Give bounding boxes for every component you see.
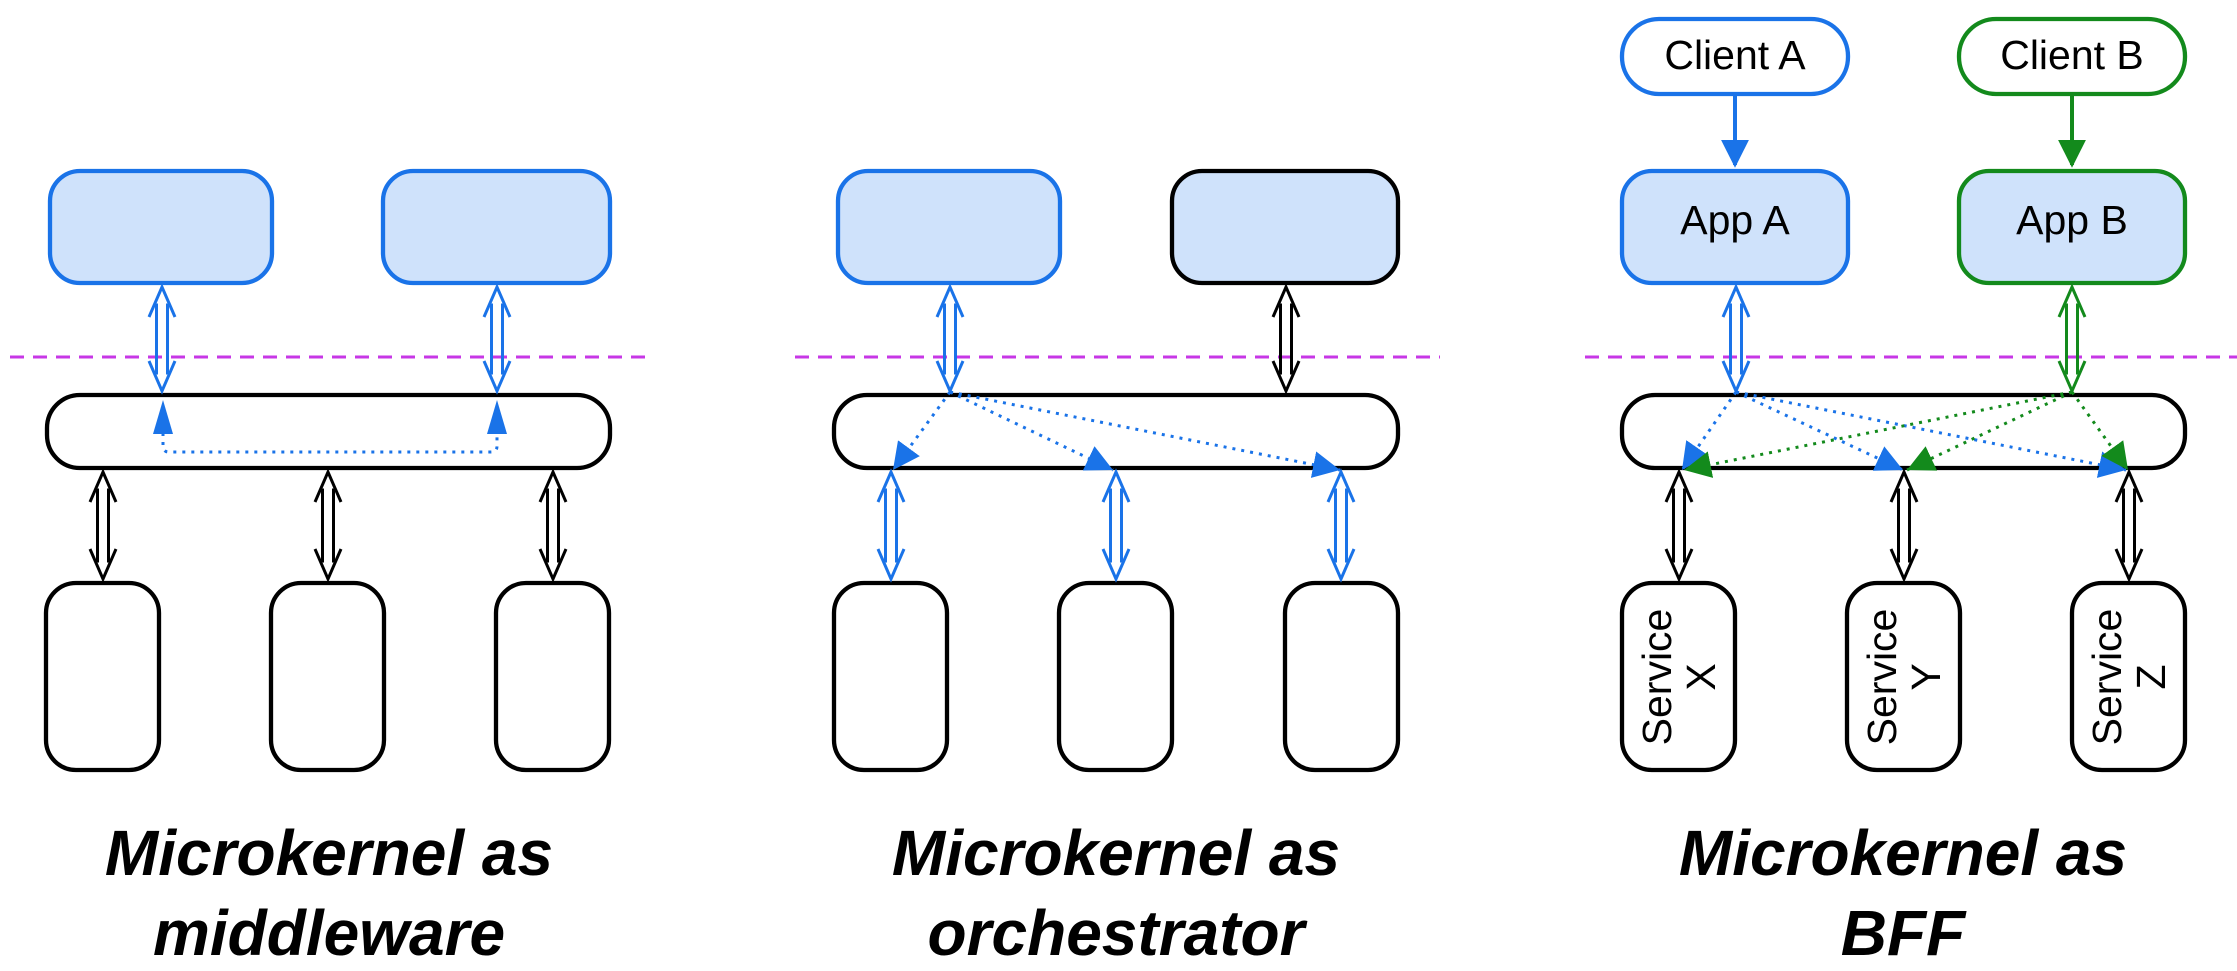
route-arrow [1680,391,1738,471]
panel-caption: BFF [1841,897,1967,969]
double-arrow [88,468,118,583]
panel-caption: orchestrator [928,897,1308,969]
service-x-box [1619,580,1738,773]
arrow-head-top [147,283,177,318]
service-y-label: Service Y [1859,609,1949,746]
client-a-box [1619,16,1851,97]
panel-caption: Microkernel as [892,817,1340,889]
arrow-head-bottom [538,548,568,583]
svg-text:X: X [1678,663,1724,690]
arrow-head-bottom [313,548,343,583]
svg-text:Service: Service [1634,609,1680,746]
double-arrow [2057,283,2087,395]
arrow-head-bottom [1889,548,1919,583]
app-a-box [1619,168,1851,286]
double-arrow [1101,468,1131,583]
panel-caption: middleware [153,897,505,969]
service-box [1056,580,1175,773]
app-b-label: App B [2016,197,2128,243]
app-b-box [1956,168,2188,286]
client-a-label: Client A [1664,32,1806,78]
arrow-head-top [1326,468,1356,503]
client-b-box [1956,16,2188,97]
double-arrow [1721,283,1751,395]
arrow-head-bottom [2114,548,2144,583]
double-arrow [1271,283,1301,395]
arrow-head-top [2057,283,2087,318]
panel-orchestrator: Microkernel as orchestrator [831,168,1401,969]
double-arrow [482,283,512,395]
double-arrow [1326,468,1356,583]
route-arrow [1683,390,2073,478]
arrow-head-bottom [482,360,512,395]
internal-route-arrow [161,433,499,454]
client-b-label: Client B [2000,32,2144,78]
panel-caption: Microkernel as [1679,817,2127,889]
arrow-head-bottom [2057,360,2087,395]
app-box [47,168,275,286]
route-arrow [1735,390,2127,478]
service-y-box [1844,580,1963,773]
double-arrow [313,468,343,583]
svg-text:Service: Service [2084,609,2130,746]
double-arrow [538,468,568,583]
app-box [380,168,613,286]
arrow-head-top [538,468,568,503]
arrow-head-bottom [1271,360,1301,395]
service-box [831,580,950,773]
arrow-head-top [1889,468,1919,503]
route-arrow [949,390,1341,478]
arrow-head-top [2114,468,2144,503]
arrowhead [487,400,507,434]
double-arrow [1889,468,1919,583]
arrow-head-bottom [1664,548,1694,583]
arrow-head-top [1664,468,1694,503]
arrow-head-bottom [876,548,906,583]
arrow-head-top [1101,468,1131,503]
service-box [43,580,162,773]
service-box [493,580,612,773]
double-arrow [876,468,906,583]
app-box [835,168,1063,286]
service-z-label: Service Z [2084,609,2174,746]
arrow-head-top [935,283,965,318]
panel-caption: Microkernel as [105,817,553,889]
microkernel-box [44,392,613,471]
arrow-head-bottom [935,360,965,395]
double-arrow [2114,468,2144,583]
route-arrow [949,390,1114,472]
svg-text:Service: Service [1859,609,1905,746]
route-arrow [1906,390,2073,472]
arrow-head-bottom [147,360,177,395]
service-x-label: Service X [1634,609,1724,746]
arrow-head-top [88,468,118,503]
arrow-head-top [482,283,512,318]
route-arrow [1735,390,1904,472]
microkernel-box [1619,392,2188,471]
double-arrow [1664,468,1694,583]
service-box [1282,580,1401,773]
microkernel-box [831,392,1401,471]
service-box [268,580,387,773]
arrow-head-top [1271,283,1301,318]
app-box [1169,168,1401,286]
arrow-head-bottom [1721,360,1751,395]
svg-text:Y: Y [1903,663,1949,690]
arrow-head-top [1721,283,1751,318]
arrow-head-top [876,468,906,503]
app-a-label: App A [1680,197,1790,243]
arrowhead [153,400,173,434]
service-z-box [2069,580,2188,773]
arrow-head-bottom [1326,548,1356,583]
panel-bff: Client A Client B App A App B Service X … [1619,16,2188,969]
arrow-head-bottom [1101,548,1131,583]
svg-text:Z: Z [2128,664,2174,689]
double-arrow [935,283,965,395]
double-arrow [147,283,177,395]
panel-middleware: Microkernel as middleware [43,168,613,969]
arrow-head-bottom [88,548,118,583]
arrow-head-top [313,468,343,503]
